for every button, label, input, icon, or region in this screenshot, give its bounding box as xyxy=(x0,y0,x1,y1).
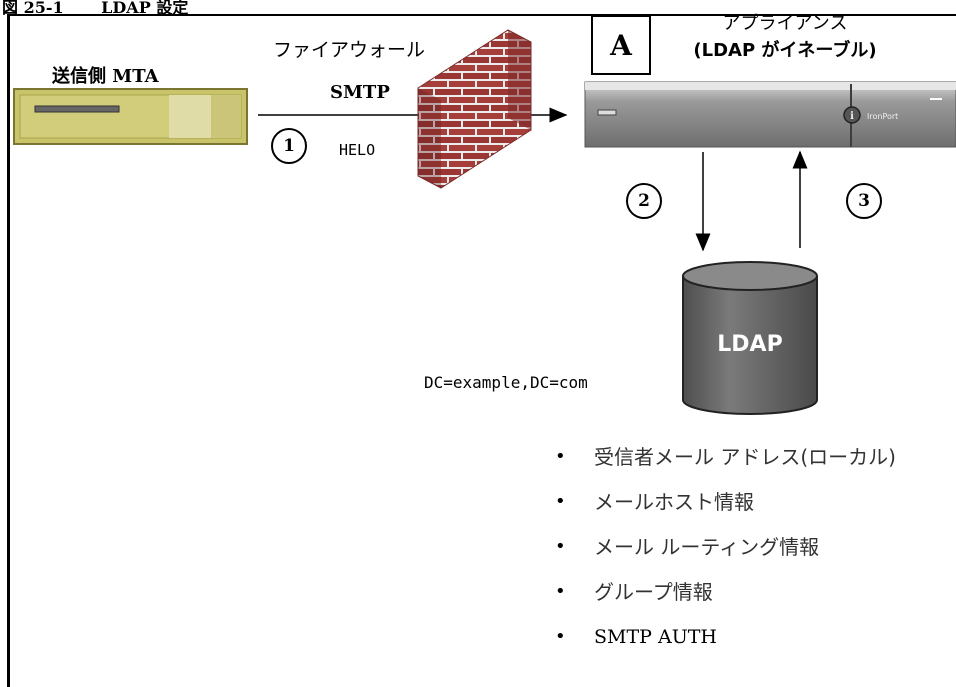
ldap-info-list: 受信者メール アドレス(ローカル) メールホスト情報 メール ルーティング情報 … xyxy=(555,442,950,667)
list-item: SMTP AUTH xyxy=(555,622,950,652)
step-1-marker: 1 xyxy=(271,128,307,164)
appliance-name: アプライアンス xyxy=(722,13,848,34)
list-item: メールホスト情報 xyxy=(555,487,950,517)
frame-left-border xyxy=(7,14,10,687)
step-2-marker: 2 xyxy=(626,183,662,219)
sender-mta-label: 送信側 MTA xyxy=(52,66,159,87)
svg-text:i: i xyxy=(850,111,854,122)
appliance-label: アプライアンス (LDAP がイネーブル) xyxy=(655,10,915,64)
appliance-state: (LDAP がイネーブル) xyxy=(693,40,877,61)
figure-title: 図 25-1 LDAP 設定 xyxy=(2,0,189,17)
firewall-icon xyxy=(417,29,532,189)
ironport-appliance: i IronPort xyxy=(584,81,956,148)
sender-mta-server xyxy=(13,88,248,145)
ldap-base-dn: DC=example,DC=com xyxy=(424,373,588,392)
ldap-label: LDAP xyxy=(717,332,782,357)
list-item: グループ情報 xyxy=(555,577,950,607)
step-3-marker: 3 xyxy=(846,183,882,219)
firewall-label: ファイアウォール xyxy=(273,39,426,61)
helo-command-label: HELO xyxy=(339,141,376,159)
ldap-database-icon: LDAP xyxy=(682,261,818,415)
list-item: メール ルーティング情報 xyxy=(555,532,950,562)
list-item: 受信者メール アドレス(ローカル) xyxy=(555,442,950,472)
frame-top-border xyxy=(7,14,956,16)
appliance-brand: IronPort xyxy=(867,112,898,121)
smtp-protocol-label: SMTP xyxy=(330,82,390,103)
appliance-callout-box: A xyxy=(591,15,651,75)
